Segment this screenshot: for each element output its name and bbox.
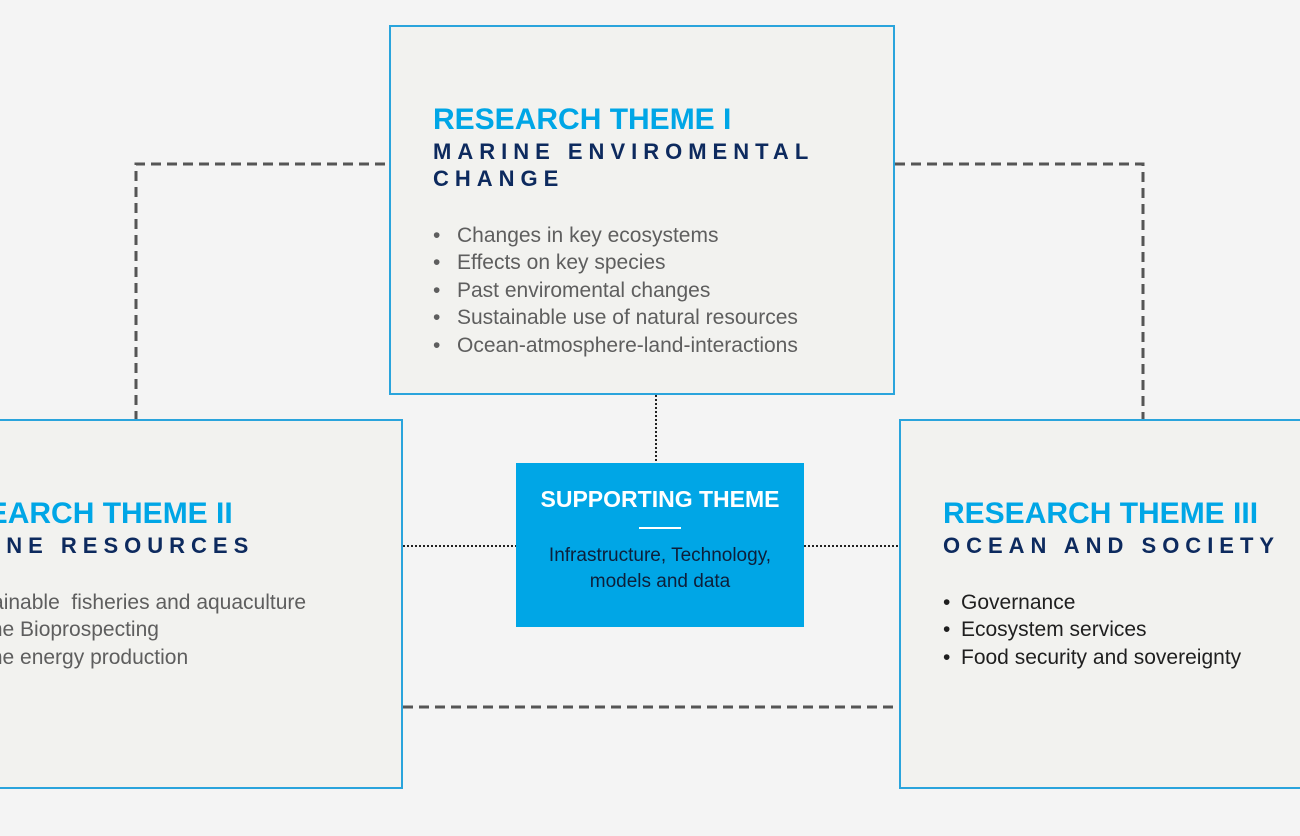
supporting-theme-text: Infrastructure, Technology, models and d… bbox=[548, 545, 772, 592]
supporting-theme-divider bbox=[639, 527, 681, 529]
bullet-icon: • bbox=[433, 224, 441, 247]
research-theme-2-box: RESEARCH THEME II MARINE RESOURCES •Sust… bbox=[0, 419, 403, 789]
research-theme-2-title: RESEARCH THEME II bbox=[0, 497, 233, 530]
bullet-icon: • bbox=[943, 645, 951, 669]
research-theme-1-subtitle: MARINE ENVIROMENTAL CHANGE bbox=[433, 139, 814, 191]
list-item: •Past enviromental changes bbox=[433, 277, 853, 304]
list-item: •Food security and sovereignty bbox=[943, 644, 1300, 671]
bullet-icon: • bbox=[943, 591, 951, 614]
research-theme-3-list: •Governance •Ecosystem services •Food se… bbox=[943, 589, 1300, 671]
research-theme-3-content: RESEARCH THEME III OCEAN AND SOCIETY •Go… bbox=[943, 497, 1300, 671]
research-theme-1-box: RESEARCH THEME I MARINE ENVIROMENTAL CHA… bbox=[389, 25, 895, 395]
list-item: •Changes in key ecosystems bbox=[433, 222, 853, 249]
list-item: •Ecosystem services bbox=[943, 616, 1300, 643]
research-theme-2-subtitle: MARINE RESOURCES bbox=[0, 533, 255, 558]
list-item: •Governance bbox=[943, 589, 1300, 616]
list-item: •Sustainable use of natural resources bbox=[433, 304, 853, 331]
research-theme-3-title: RESEARCH THEME III bbox=[943, 497, 1259, 530]
bullet-icon: • bbox=[433, 306, 441, 330]
list-item: •Marine energy production bbox=[0, 645, 189, 669]
research-theme-1-content: RESEARCH THEME I MARINE ENVIROMENTAL CHA… bbox=[433, 103, 853, 359]
list-item: •Ocean-atmosphere-land-interactions bbox=[433, 332, 853, 359]
research-theme-1-title: RESEARCH THEME I bbox=[433, 103, 732, 136]
supporting-theme-title: SUPPORTING THEME bbox=[540, 486, 780, 512]
bullet-icon: • bbox=[433, 278, 441, 302]
list-item: •Effects on key species bbox=[433, 249, 853, 276]
research-theme-3-subtitle: OCEAN AND SOCIETY bbox=[943, 533, 1281, 558]
research-theme-3-box: RESEARCH THEME III OCEAN AND SOCIETY •Go… bbox=[899, 419, 1300, 789]
list-item: •Marine Bioprospecting bbox=[0, 618, 159, 642]
bullet-icon: • bbox=[943, 618, 951, 642]
supporting-theme-box: SUPPORTING THEME Infrastructure, Technol… bbox=[516, 463, 804, 627]
bullet-icon: • bbox=[433, 333, 441, 357]
bullet-icon: • bbox=[433, 251, 441, 275]
list-item: •Sustainable fisheries and aquaculture bbox=[0, 591, 307, 614]
research-theme-2-content: RESEARCH THEME II MARINE RESOURCES •Sust… bbox=[0, 497, 366, 671]
research-theme-2-list: •Sustainable fisheries and aquaculture •… bbox=[0, 589, 366, 671]
research-theme-1-list: •Changes in key ecosystems •Effects on k… bbox=[433, 222, 853, 359]
connector-theme1-theme2 bbox=[134, 162, 385, 419]
connector-theme1-theme3 bbox=[895, 162, 1145, 419]
